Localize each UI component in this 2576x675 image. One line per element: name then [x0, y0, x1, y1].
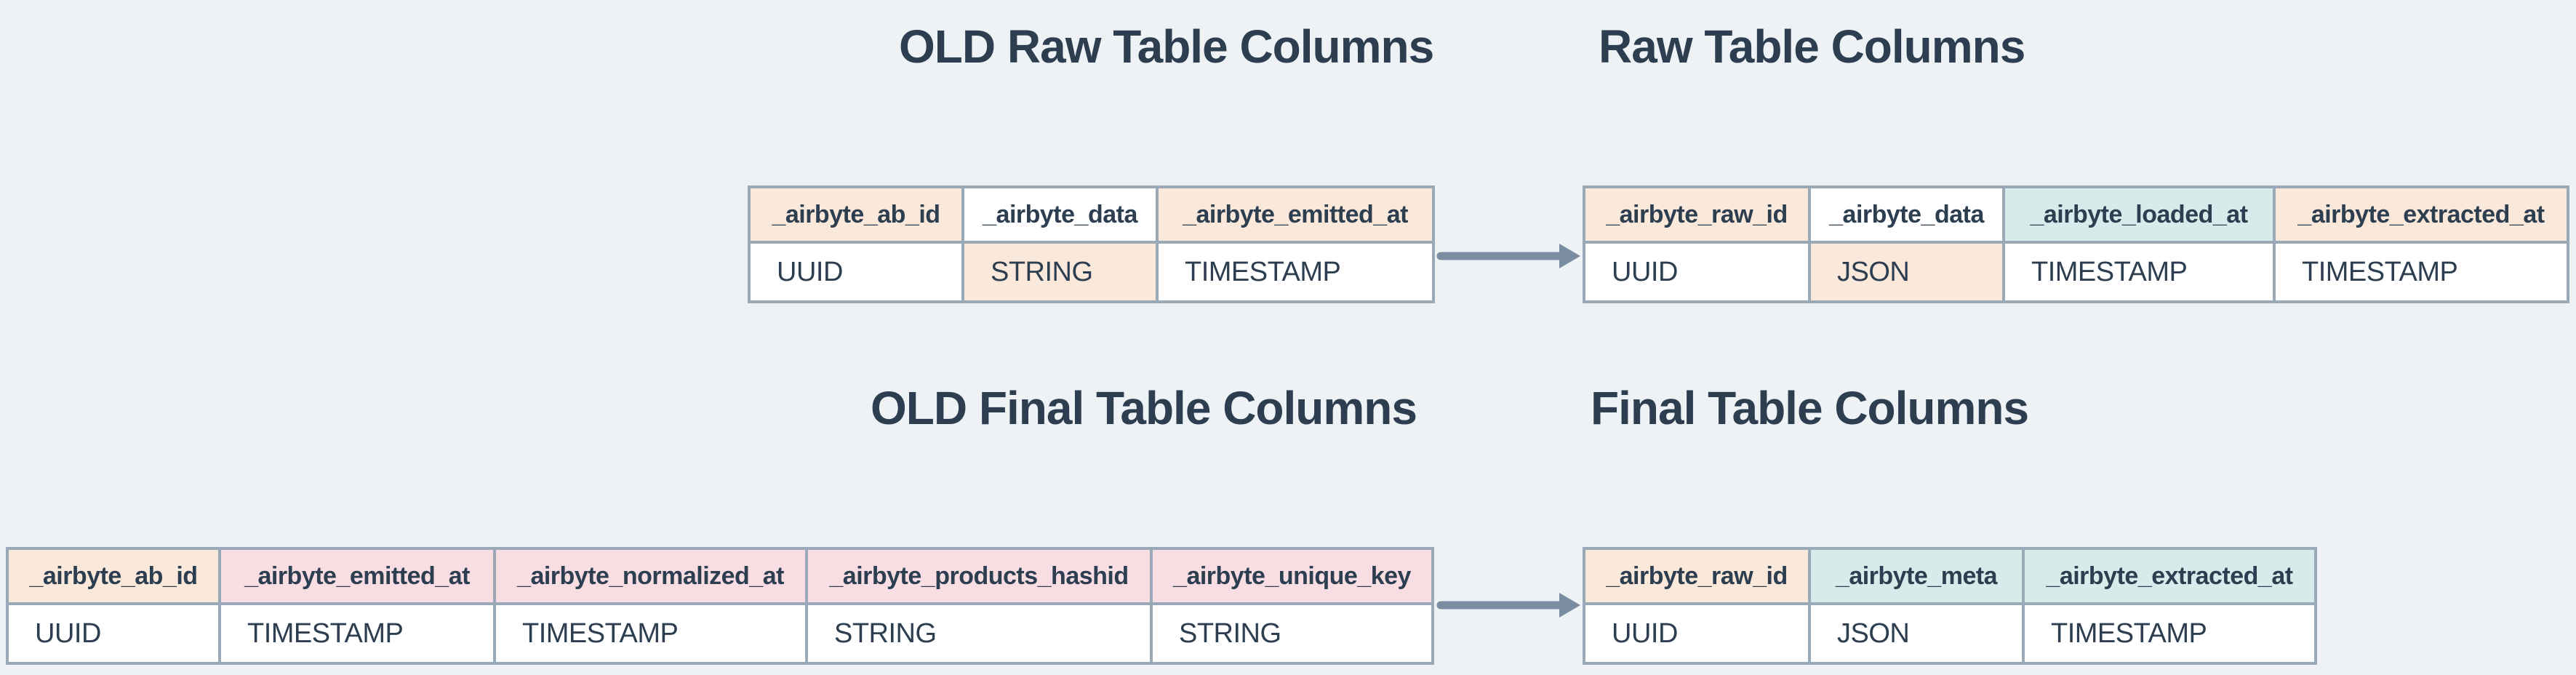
column-type: STRING — [805, 602, 1153, 665]
type-row: UUID JSON TIMESTAMP TIMESTAMP — [1583, 241, 2569, 303]
old-final-table: _airbyte_ab_id _airbyte_emitted_at _airb… — [6, 547, 1434, 665]
column-header: _airbyte_unique_key — [1150, 547, 1434, 605]
column-header: _airbyte_ab_id — [6, 547, 221, 605]
column-type: TIMESTAMP — [1156, 241, 1435, 303]
column-type: TIMESTAMP — [2022, 602, 2317, 665]
column-header: _airbyte_meta — [1808, 547, 2025, 605]
arrow-head — [1559, 244, 1580, 268]
column-header: _airbyte_products_hashid — [805, 547, 1153, 605]
column-header: _airbyte_data — [1808, 185, 2005, 244]
column-type: JSON — [1808, 602, 2025, 665]
header-row: _airbyte_ab_id _airbyte_data _airbyte_em… — [748, 185, 1435, 244]
column-type: TIMESTAMP — [2002, 241, 2276, 303]
final-migration-arrow-icon — [1436, 593, 1580, 618]
column-header: _airbyte_normalized_at — [493, 547, 808, 605]
column-type: TIMESTAMP — [2273, 241, 2569, 303]
column-header: _airbyte_raw_id — [1583, 547, 1811, 605]
column-type: UUID — [6, 602, 221, 665]
column-header: _airbyte_emitted_at — [218, 547, 496, 605]
column-header: _airbyte_emitted_at — [1156, 185, 1435, 244]
column-header: _airbyte_raw_id — [1583, 185, 1811, 244]
column-header: _airbyte_ab_id — [748, 185, 964, 244]
raw-table: _airbyte_raw_id _airbyte_data _airbyte_l… — [1583, 185, 2569, 303]
type-row: UUID JSON TIMESTAMP — [1583, 602, 2317, 665]
column-type: TIMESTAMP — [218, 602, 496, 665]
raw-migration-arrow-icon — [1436, 244, 1580, 268]
old-raw-table-title: OLD Raw Table Columns — [899, 20, 1434, 73]
header-row: _airbyte_ab_id _airbyte_emitted_at _airb… — [6, 547, 1434, 605]
column-header: _airbyte_data — [961, 185, 1159, 244]
old-raw-table: _airbyte_ab_id _airbyte_data _airbyte_em… — [748, 185, 1435, 303]
final-table: _airbyte_raw_id _airbyte_meta _airbyte_e… — [1583, 547, 2317, 665]
column-type: JSON — [1808, 241, 2005, 303]
raw-table-title: Raw Table Columns — [1599, 20, 2025, 73]
old-final-table-title: OLD Final Table Columns — [871, 382, 1417, 434]
column-type: STRING — [961, 241, 1159, 303]
column-header: _airbyte_loaded_at — [2002, 185, 2276, 244]
arrow-head — [1559, 593, 1580, 618]
type-row: UUID STRING TIMESTAMP — [748, 241, 1435, 303]
header-row: _airbyte_raw_id _airbyte_meta _airbyte_e… — [1583, 547, 2317, 605]
type-row: UUID TIMESTAMP TIMESTAMP STRING STRING — [6, 602, 1434, 665]
column-type: UUID — [748, 241, 964, 303]
column-type: UUID — [1583, 241, 1811, 303]
column-header: _airbyte_extracted_at — [2022, 547, 2317, 605]
column-type: UUID — [1583, 602, 1811, 665]
column-type: TIMESTAMP — [493, 602, 808, 665]
column-type: STRING — [1150, 602, 1434, 665]
header-row: _airbyte_raw_id _airbyte_data _airbyte_l… — [1583, 185, 2569, 244]
final-table-title: Final Table Columns — [1591, 382, 2029, 434]
column-header: _airbyte_extracted_at — [2273, 185, 2569, 244]
